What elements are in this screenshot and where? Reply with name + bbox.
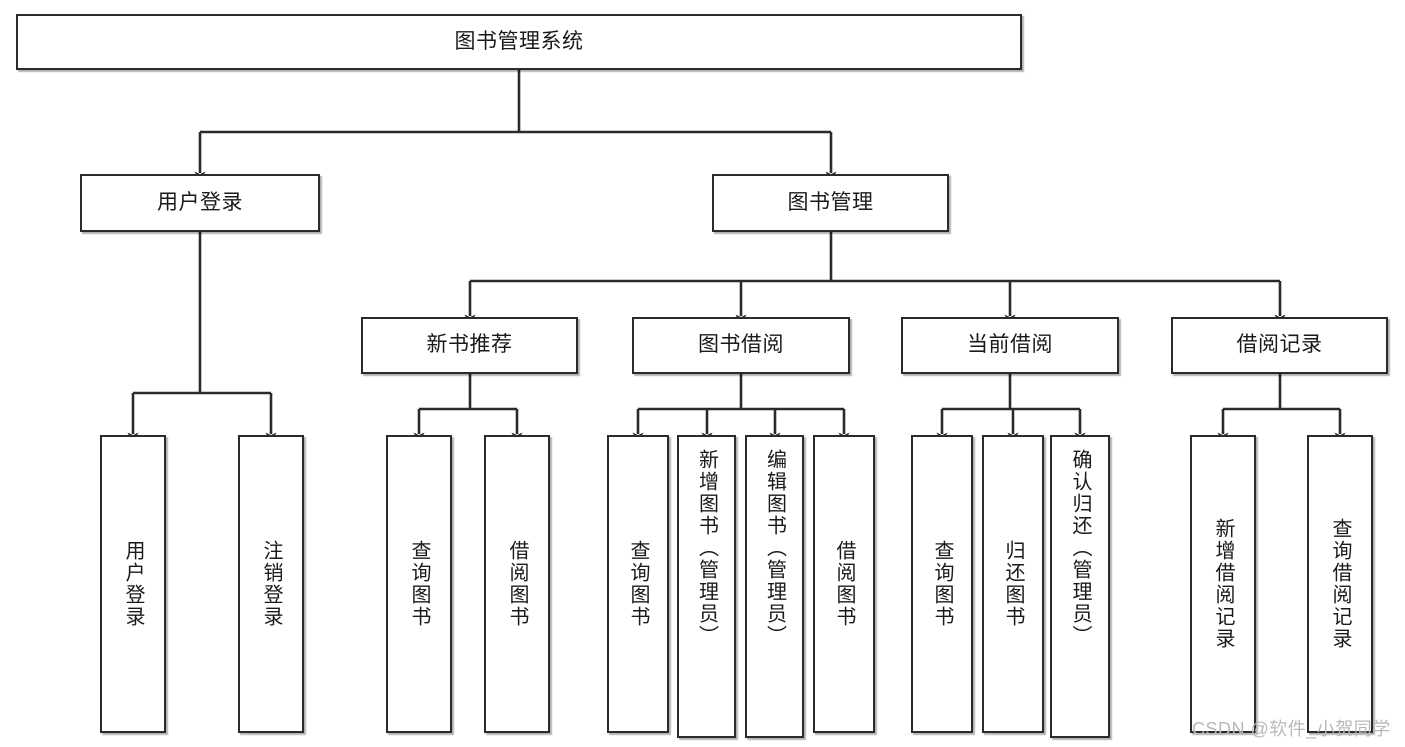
- node-label: 新书推荐: [426, 333, 513, 357]
- node-book-borrow[interactable]: 图书借阅: [632, 317, 850, 374]
- node-label: 查询图书: [931, 540, 953, 628]
- node-label: 新增图书（管理员）: [695, 449, 718, 647]
- node-leaf-query-book-1[interactable]: 查询图书: [386, 435, 452, 733]
- node-leaf-query-borrow-record[interactable]: 查询借阅记录: [1307, 435, 1373, 733]
- node-leaf-edit-book-admin[interactable]: 编辑图书（管理员）: [745, 435, 804, 738]
- node-label: 借阅记录: [1236, 333, 1323, 357]
- node-leaf-confirm-return-admin[interactable]: 确认归还（管理员）: [1050, 435, 1110, 738]
- node-label: 查询图书: [627, 540, 649, 628]
- node-leaf-query-book-3[interactable]: 查询图书: [911, 435, 973, 733]
- node-label: 当前借阅: [967, 333, 1053, 357]
- node-current-borrow[interactable]: 当前借阅: [901, 317, 1119, 374]
- node-new-book-rec[interactable]: 新书推荐: [361, 317, 578, 374]
- node-label: 归还图书: [1002, 540, 1024, 628]
- node-label: 新增借阅记录: [1212, 518, 1234, 650]
- node-borrow-record[interactable]: 借阅记录: [1171, 317, 1388, 374]
- node-book-manage[interactable]: 图书管理: [712, 174, 949, 232]
- node-leaf-user-login[interactable]: 用户登录: [100, 435, 166, 733]
- node-root[interactable]: 图书管理系统: [16, 14, 1022, 70]
- node-label: 用户登录: [157, 190, 243, 214]
- node-leaf-borrow-book-1[interactable]: 借阅图书: [484, 435, 550, 733]
- node-label: 编辑图书（管理员）: [763, 449, 786, 647]
- node-label: 用户登录: [122, 540, 144, 628]
- node-leaf-logout[interactable]: 注销登录: [238, 435, 304, 733]
- node-leaf-add-book-admin[interactable]: 新增图书（管理员）: [677, 435, 736, 738]
- node-label: 借阅图书: [506, 540, 528, 628]
- node-label: 图书借阅: [698, 333, 784, 357]
- node-leaf-borrow-book-2[interactable]: 借阅图书: [813, 435, 875, 733]
- node-leaf-query-book-2[interactable]: 查询图书: [607, 435, 669, 733]
- node-label: 确认归还（管理员）: [1069, 449, 1091, 647]
- node-label: 查询图书: [408, 540, 430, 628]
- node-leaf-add-borrow-record[interactable]: 新增借阅记录: [1190, 435, 1256, 733]
- watermark-text: CSDN @软件_小贺同学: [1192, 719, 1391, 739]
- node-leaf-return-book[interactable]: 归还图书: [982, 435, 1044, 733]
- node-label: 查询借阅记录: [1329, 518, 1351, 650]
- node-label: 注销登录: [260, 540, 282, 628]
- node-label: 借阅图书: [833, 540, 855, 628]
- node-user-login[interactable]: 用户登录: [80, 174, 320, 232]
- node-label: 图书管理: [787, 190, 874, 214]
- node-label: 图书管理系统: [454, 29, 584, 53]
